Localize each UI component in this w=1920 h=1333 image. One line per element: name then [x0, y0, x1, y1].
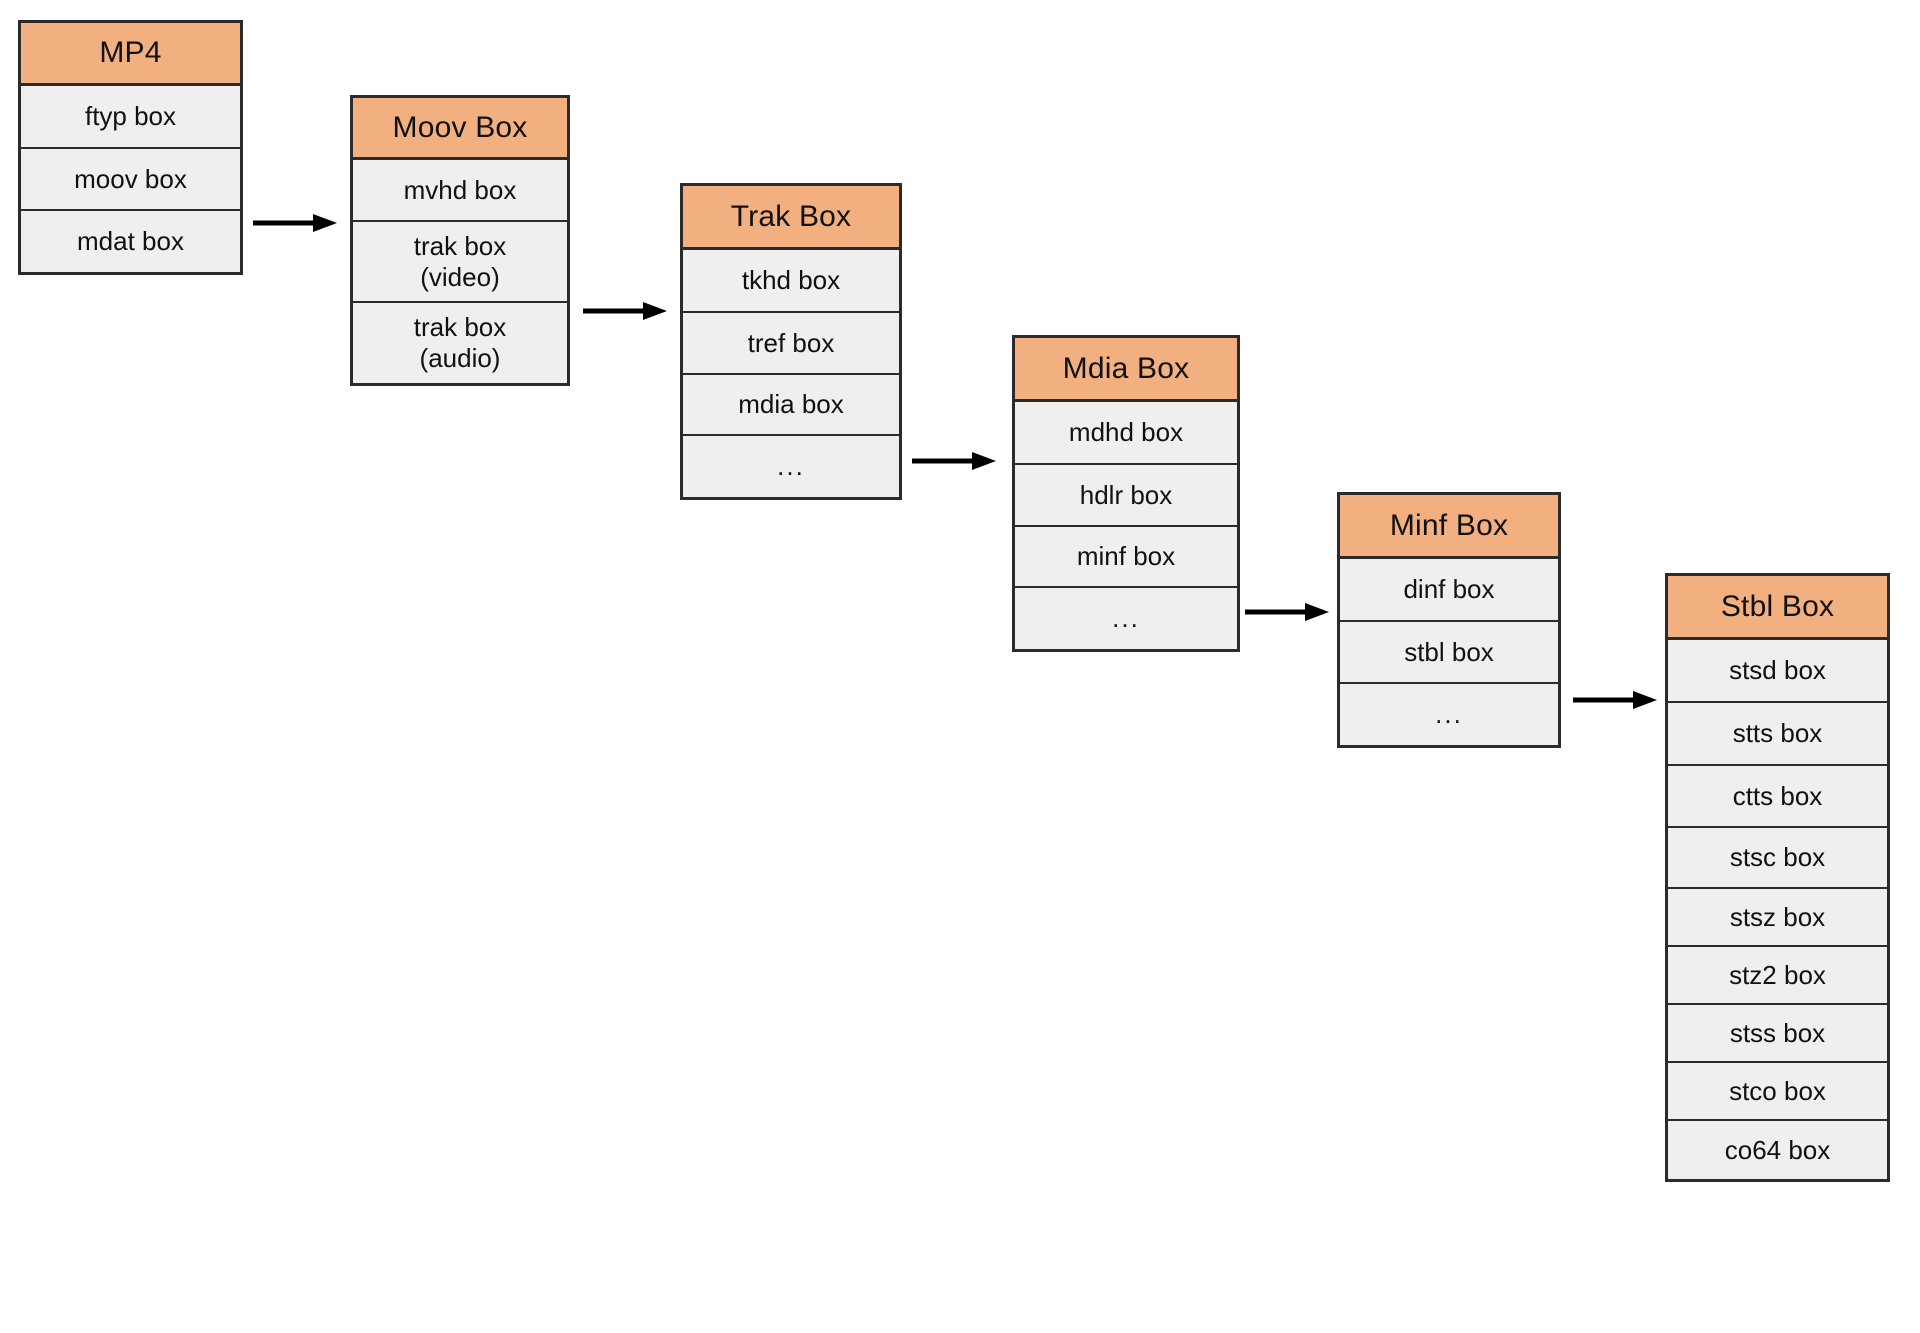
box-row-minf: minf box — [1015, 527, 1237, 588]
box-row-co64: co64 box — [1668, 1121, 1887, 1179]
box-row-trak-video-line1: trak box — [413, 230, 507, 261]
box-row-trak-video: trak box (video) — [353, 222, 567, 303]
box-stack-mp4: MP4 ftyp box moov box mdat box — [18, 20, 243, 275]
box-row-stsz: stsz box — [1668, 889, 1887, 947]
box-header-mdia: Mdia Box — [1015, 338, 1237, 402]
box-row-trak-audio: trak box (audio) — [353, 303, 567, 383]
box-row-stss: stss box — [1668, 1005, 1887, 1063]
box-stack-minf: Minf Box dinf box stbl box ... — [1337, 492, 1561, 748]
box-row-stco: stco box — [1668, 1063, 1887, 1121]
box-row-mdia-ellipsis: ... — [1015, 588, 1237, 649]
arrow-moov-to-trak — [583, 300, 667, 322]
box-stack-trak: Trak Box tkhd box tref box mdia box ... — [680, 183, 902, 500]
box-row-mvhd: mvhd box — [353, 160, 567, 222]
box-row-tref: tref box — [683, 313, 899, 375]
box-row-stz2: stz2 box — [1668, 947, 1887, 1005]
box-row-hdlr: hdlr box — [1015, 465, 1237, 527]
box-row-trak-ellipsis: ... — [683, 436, 899, 497]
box-header-minf: Minf Box — [1340, 495, 1558, 559]
box-stack-mdia: Mdia Box mdhd box hdlr box minf box ... — [1012, 335, 1240, 652]
box-row-stts: stts box — [1668, 703, 1887, 766]
arrow-mp4-to-moov — [253, 212, 337, 234]
box-row-tkhd: tkhd box — [683, 250, 899, 313]
box-row-stbl: stbl box — [1340, 622, 1558, 684]
box-stack-moov: Moov Box mvhd box trak box (video) trak … — [350, 95, 570, 386]
box-stack-stbl: Stbl Box stsd box stts box ctts box stsc… — [1665, 573, 1890, 1182]
box-row-moov: moov box — [21, 149, 240, 211]
box-row-dinf: dinf box — [1340, 559, 1558, 622]
box-row-trak-audio-line2: (audio) — [419, 343, 501, 373]
box-row-trak-audio-line1: trak box — [413, 312, 507, 343]
box-header-moov: Moov Box — [353, 98, 567, 160]
box-row-mdat: mdat box — [21, 211, 240, 272]
box-row-stsc: stsc box — [1668, 828, 1887, 889]
arrow-minf-to-stbl — [1573, 689, 1657, 711]
box-row-mdia: mdia box — [683, 375, 899, 436]
box-row-mdhd: mdhd box — [1015, 402, 1237, 465]
box-header-trak: Trak Box — [683, 186, 899, 250]
box-header-mp4: MP4 — [21, 23, 240, 86]
box-row-ctts: ctts box — [1668, 766, 1887, 828]
arrow-trak-to-mdia — [912, 450, 996, 472]
box-row-stsd: stsd box — [1668, 640, 1887, 703]
box-row-trak-video-line2: (video) — [420, 261, 500, 292]
arrow-mdia-to-minf — [1245, 601, 1329, 623]
box-header-stbl: Stbl Box — [1668, 576, 1887, 640]
box-row-ftyp: ftyp box — [21, 86, 240, 149]
box-row-minf-ellipsis: ... — [1340, 684, 1558, 745]
